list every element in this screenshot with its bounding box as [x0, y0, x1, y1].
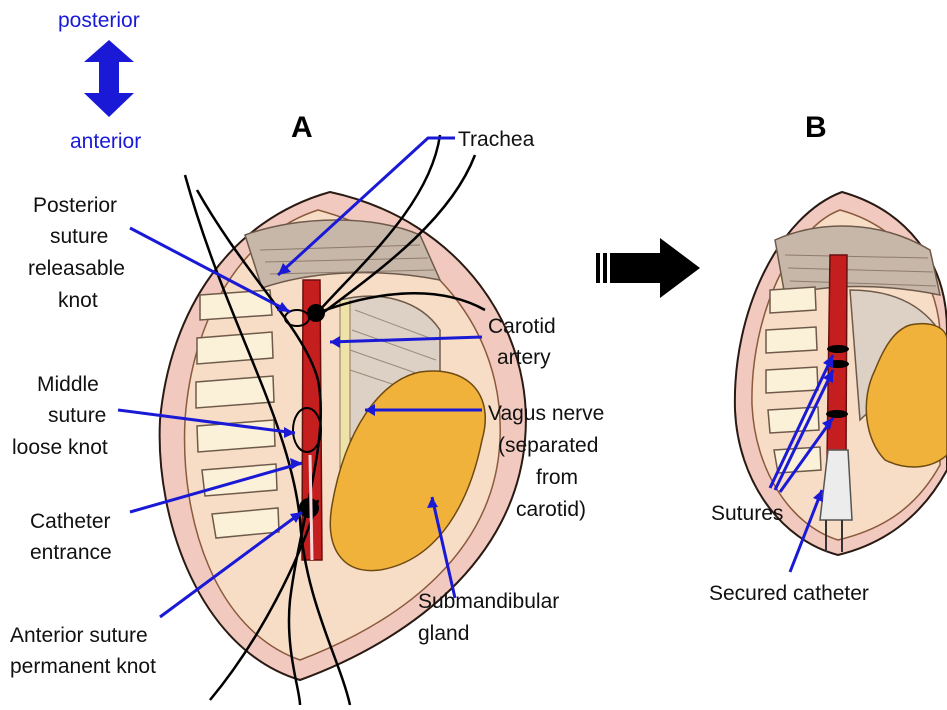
anterior-label: anterior	[70, 130, 141, 153]
svg-text:Middle: Middle	[37, 373, 99, 396]
panel-b-illustration	[735, 192, 947, 555]
transition-arrow-icon	[596, 238, 700, 298]
posterior-knot-dot	[307, 304, 325, 322]
orientation-indicator: posterior anterior	[58, 9, 141, 153]
svg-text:from: from	[536, 466, 578, 489]
svg-text:suture: suture	[48, 404, 106, 427]
svg-text:artery: artery	[497, 346, 551, 369]
posterior-label: posterior	[58, 9, 140, 32]
panel-a-title: A	[291, 111, 313, 144]
svg-text:knot: knot	[58, 289, 98, 312]
middle-suture-label: Middle suture loose knot	[12, 373, 108, 459]
sutures-label: Sutures	[711, 502, 783, 525]
svg-text:entrance: entrance	[30, 541, 112, 564]
anterior-knot	[299, 498, 319, 518]
svg-text:permanent knot: permanent knot	[10, 655, 156, 678]
svg-text:carotid): carotid)	[516, 498, 586, 521]
svg-text:suture: suture	[50, 225, 108, 248]
svg-text:releasable: releasable	[28, 257, 125, 280]
catheter	[310, 455, 312, 560]
svg-text:loose knot: loose knot	[12, 436, 108, 459]
svg-text:Carotid: Carotid	[488, 315, 556, 338]
trachea-label: Trachea	[458, 128, 535, 151]
submandibular-gland-label: Submandibular gland	[418, 590, 559, 645]
panel-b-title: B	[805, 111, 827, 144]
catheter-entrance-label: Catheter entrance	[30, 510, 112, 564]
svg-text:Submandibular: Submandibular	[418, 590, 559, 613]
anterior-suture-label: Anterior suture permanent knot	[10, 624, 156, 678]
svg-text:Posterior: Posterior	[33, 194, 117, 217]
svg-text:gland: gland	[418, 622, 469, 645]
posterior-suture-label: Posterior suture releasable knot	[28, 194, 125, 312]
svg-text:Anterior suture: Anterior suture	[10, 624, 148, 647]
suture-ring-1	[827, 345, 849, 353]
svg-text:(separated: (separated	[498, 434, 598, 457]
svg-text:Catheter: Catheter	[30, 510, 111, 533]
svg-text:Vagus nerve: Vagus nerve	[488, 402, 604, 425]
secured-catheter-label: Secured catheter	[709, 582, 869, 605]
suture-ring-3	[826, 410, 848, 418]
panel-a-illustration	[160, 135, 526, 705]
double-arrow-icon	[84, 40, 134, 117]
